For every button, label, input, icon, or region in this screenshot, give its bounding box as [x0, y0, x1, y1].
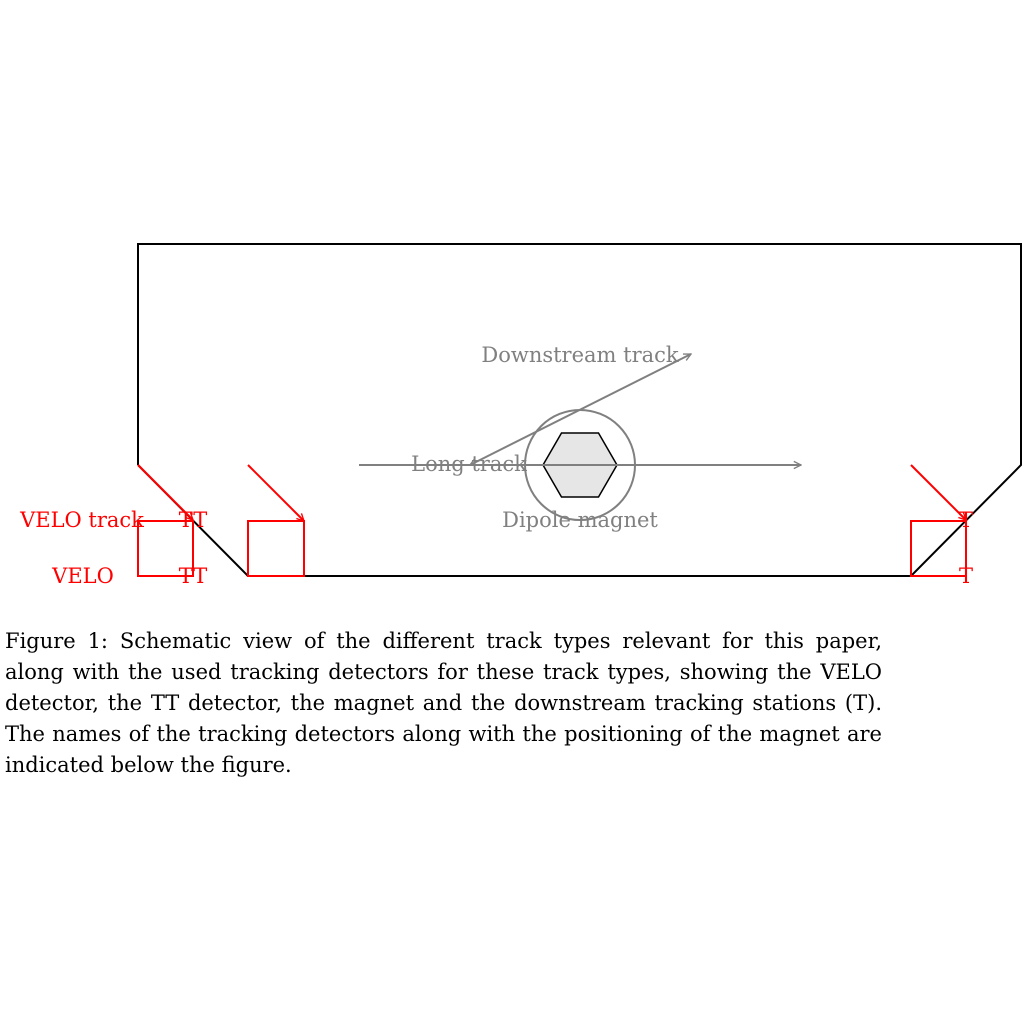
track-types-diagram: Downstream track Long track Dipole magne… — [19, 243, 1022, 588]
velo-diagonal-arrow — [137, 464, 193, 520]
t-diagonal-arrow — [910, 464, 966, 520]
t-station-box — [910, 520, 967, 577]
velo-label: VELO — [51, 564, 114, 588]
long-track-label: Long track — [411, 452, 527, 476]
downstream-track-arrow — [470, 353, 691, 466]
t-label-lower: T — [959, 564, 973, 588]
dipole-magnet-label: Dipole magnet — [502, 508, 658, 532]
t-label-upper: T — [959, 508, 973, 532]
tt-detector-box — [247, 520, 305, 577]
tt-label-lower: TT — [179, 564, 207, 588]
tt-label-upper: TT — [179, 508, 207, 532]
tt-diagonal-arrow — [247, 464, 304, 521]
velo-detector-box — [137, 520, 194, 577]
velo-track-label: VELO track — [19, 508, 144, 532]
downstream-track-label: Downstream track — [481, 343, 679, 367]
figure-caption: Figure 1: Schematic view of the differen… — [5, 629, 882, 777]
